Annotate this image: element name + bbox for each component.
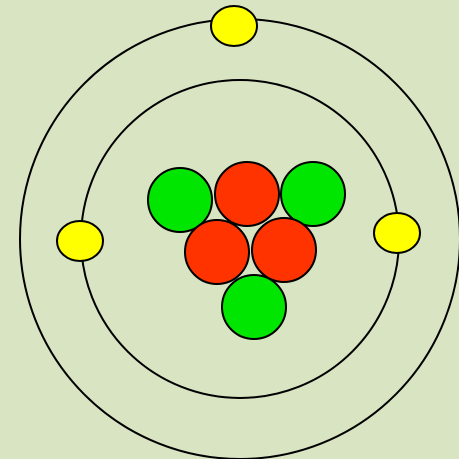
electron-outer-top <box>211 6 257 46</box>
neutron <box>281 162 345 226</box>
electron-inner-right <box>374 213 420 253</box>
neutron <box>222 275 286 339</box>
proton <box>215 162 279 226</box>
proton <box>252 218 316 282</box>
electron-inner-left <box>57 221 103 261</box>
proton <box>185 220 249 284</box>
neutron <box>148 168 212 232</box>
